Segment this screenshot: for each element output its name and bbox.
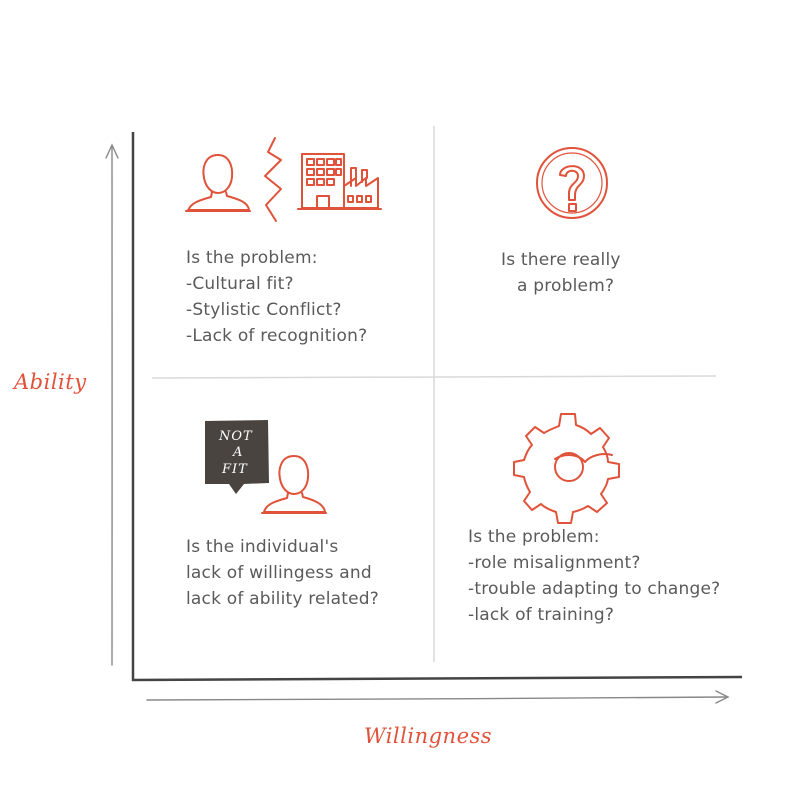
y-axis-arrow — [105, 143, 119, 666]
sign-text-line-1: NOT — [218, 429, 253, 444]
text-line: lack of ability related? — [186, 589, 379, 609]
horizontal-divider — [151, 375, 717, 379]
x-axis-label: Willingness — [364, 724, 493, 748]
lightning-crack-icon — [264, 137, 282, 222]
text-line: -Lack of recognition? — [186, 326, 368, 346]
not-a-fit-sign-icon: NOT A FIT — [205, 420, 269, 494]
bottom-left-question: Is the individual's lack of willingess a… — [186, 534, 379, 612]
person-icon — [261, 455, 327, 514]
text-line: -trouble adapting to change? — [468, 579, 721, 599]
text-line: -Stylistic Conflict? — [186, 300, 342, 320]
text-line: -lack of training? — [468, 605, 615, 625]
top-left-question: Is the problem: -Cultural fit? -Stylisti… — [186, 245, 367, 349]
text-line: Is there really — [501, 250, 621, 270]
sign-text-line-2: A — [232, 445, 242, 460]
text-line: Is the problem: — [468, 527, 600, 547]
text-line: a problem? — [517, 276, 615, 296]
text-line: Is the problem: — [186, 248, 318, 268]
sign-text-line-3: FIT — [221, 462, 248, 477]
text-line: Is the individual's — [186, 537, 339, 557]
x-axis-line — [131, 675, 743, 682]
y-axis-label: Ability — [14, 370, 87, 394]
question-mark-icon — [536, 147, 608, 219]
x-axis-arrow — [146, 690, 730, 704]
person-icon — [185, 154, 251, 212]
bottom-right-question: Is the problem: -role misalignment? -tro… — [468, 524, 720, 628]
text-line: -Cultural fit? — [186, 274, 294, 294]
building-factory-icon — [297, 153, 382, 210]
gear-icon — [513, 413, 620, 524]
text-line: lack of willingess and — [186, 563, 372, 583]
text-line: -role misalignment? — [468, 553, 641, 573]
top-right-question: Is there really a problem? — [501, 247, 621, 299]
